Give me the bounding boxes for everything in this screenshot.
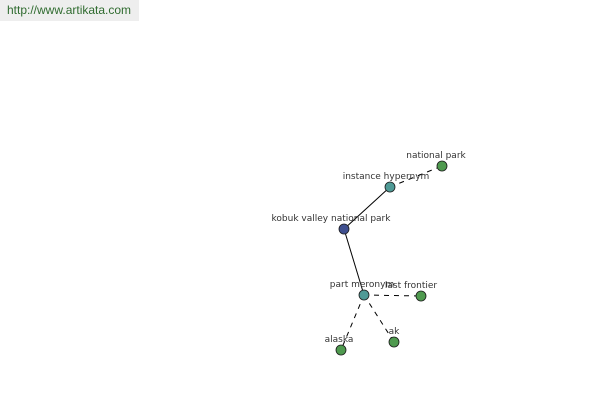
node-alaska[interactable]: alaska xyxy=(325,335,354,356)
node-marker[interactable] xyxy=(338,223,350,235)
node-label[interactable]: last frontier xyxy=(385,281,438,291)
node-ak[interactable]: ak xyxy=(388,327,401,348)
node-label[interactable]: instance hypernym xyxy=(343,172,430,182)
node-label[interactable]: national park xyxy=(406,151,466,161)
node-marker[interactable] xyxy=(436,160,448,172)
site-url-link[interactable]: http://www.artikata.com xyxy=(0,0,139,21)
node-label[interactable]: ak xyxy=(389,327,401,337)
node-national-park[interactable]: national park xyxy=(406,151,467,172)
node-meronym[interactable]: part meronym xyxy=(330,280,394,301)
node-label[interactable]: part meronym xyxy=(330,280,394,290)
node-marker[interactable] xyxy=(388,336,400,348)
node-marker[interactable] xyxy=(358,289,370,301)
node-label[interactable]: alaska xyxy=(325,335,354,345)
graph-edges xyxy=(340,165,443,351)
graph-nodes: kobuk valley national park instance hyper… xyxy=(272,151,467,356)
node-last-frontier[interactable]: last frontier xyxy=(385,281,438,302)
node-label[interactable]: kobuk valley national park xyxy=(272,214,392,224)
edge-kobuk-to-meronym xyxy=(343,228,365,296)
node-kobuk[interactable]: kobuk valley national park xyxy=(272,214,392,235)
node-hypernym[interactable]: instance hypernym xyxy=(343,172,430,193)
node-marker[interactable] xyxy=(415,290,427,302)
edge-meronym-to-last_frontier xyxy=(363,294,422,297)
edge-kobuk-to-hypernym xyxy=(343,186,391,230)
node-marker[interactable] xyxy=(335,344,347,356)
node-marker[interactable] xyxy=(384,181,396,193)
